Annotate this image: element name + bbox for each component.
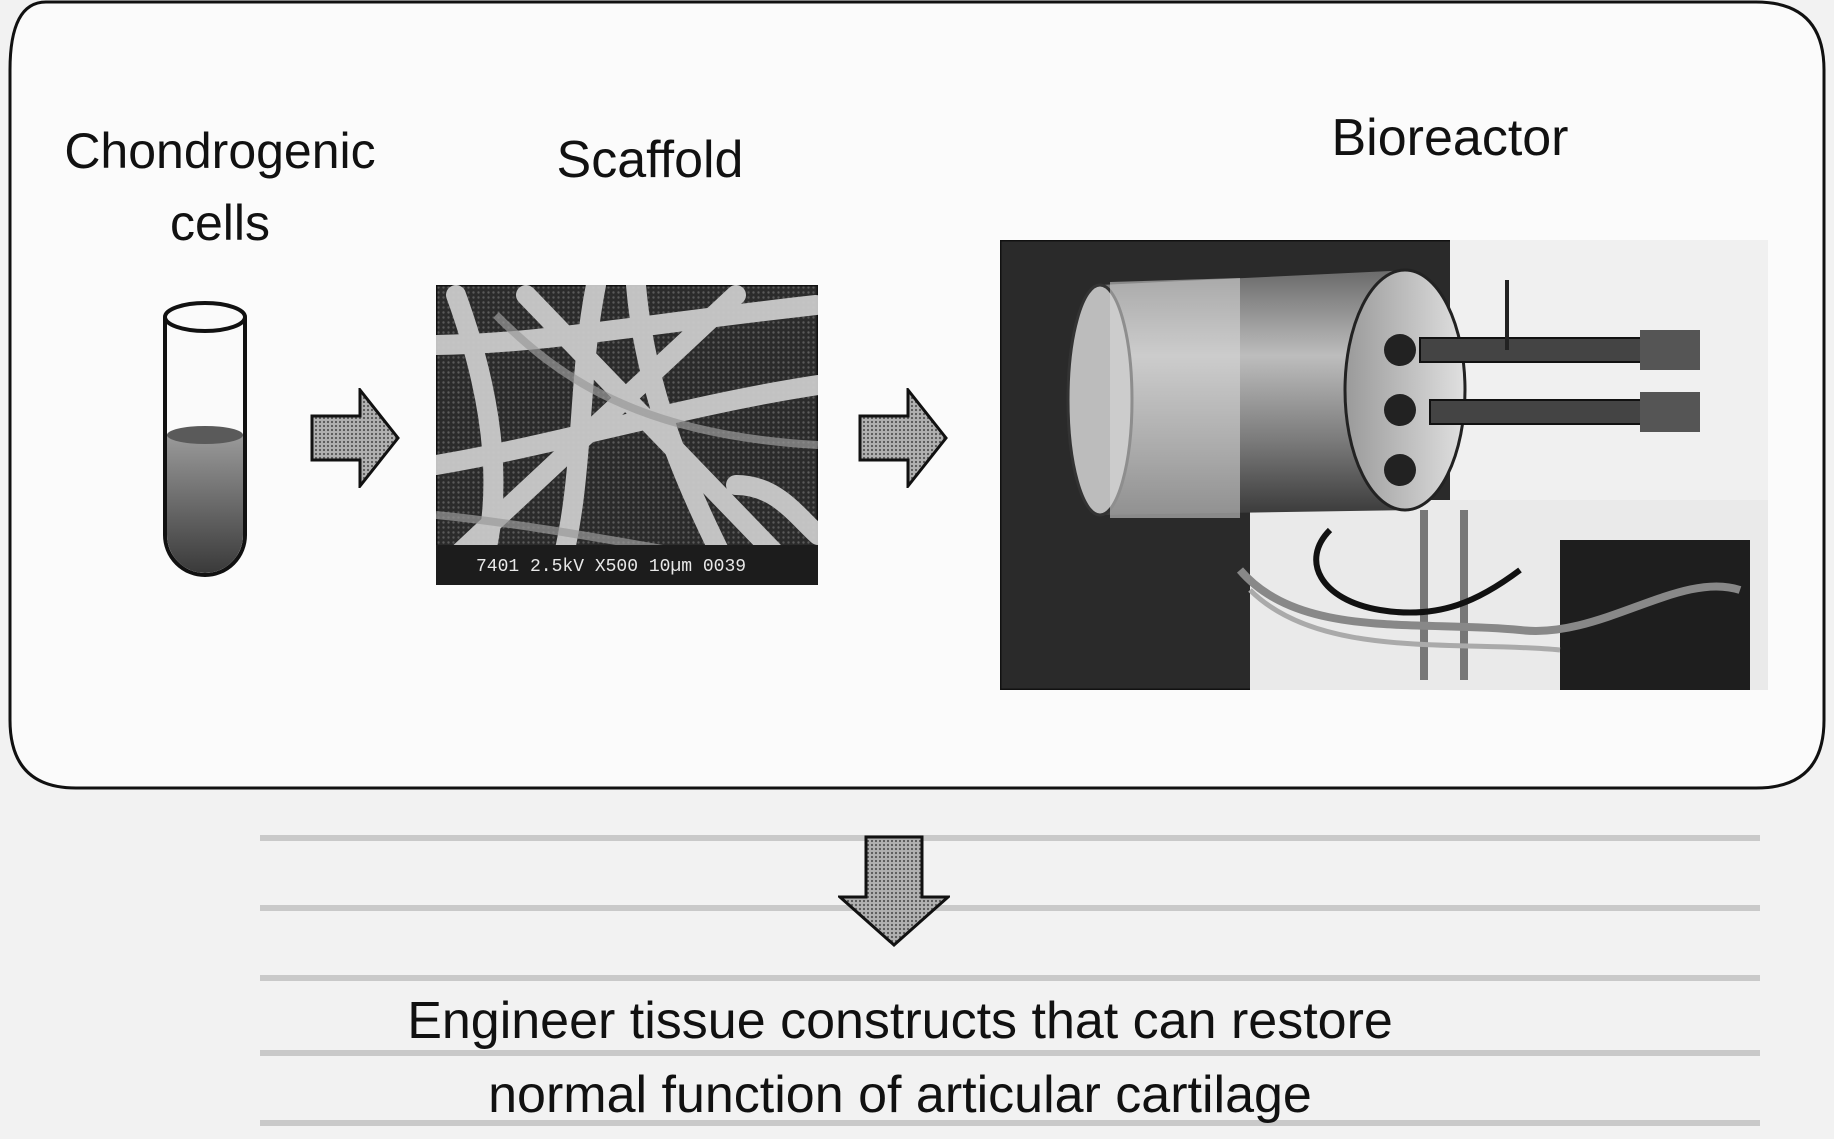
outcome-line1: Engineer tissue constructs that can rest… bbox=[407, 992, 1393, 1050]
chondrogenic-label-line2: cells bbox=[169, 195, 271, 251]
right-arrow-icon bbox=[858, 388, 948, 488]
sem-caption: 7401 2.5kV X500 10µm 0039 bbox=[476, 557, 746, 577]
scaffold-label: Scaffold bbox=[556, 131, 744, 189]
outcome-line2: normal function of articular cartilage bbox=[488, 1066, 1312, 1124]
test-tube-icon bbox=[163, 301, 247, 577]
chondrogenic-cells-label: Chondrogenic cells bbox=[20, 115, 420, 259]
outcome-statement: Engineer tissue constructs that can rest… bbox=[300, 984, 1500, 1132]
bioreactor-photo bbox=[1000, 240, 1768, 690]
right-arrow-icon bbox=[310, 388, 400, 488]
chondrogenic-label-line1: Chondrogenic bbox=[64, 123, 376, 179]
bioreactor-label: Bioreactor bbox=[1331, 109, 1569, 167]
down-arrow-icon bbox=[838, 835, 950, 947]
scaffold-sem-image: 7401 2.5kV X500 10µm 0039 bbox=[436, 285, 818, 585]
